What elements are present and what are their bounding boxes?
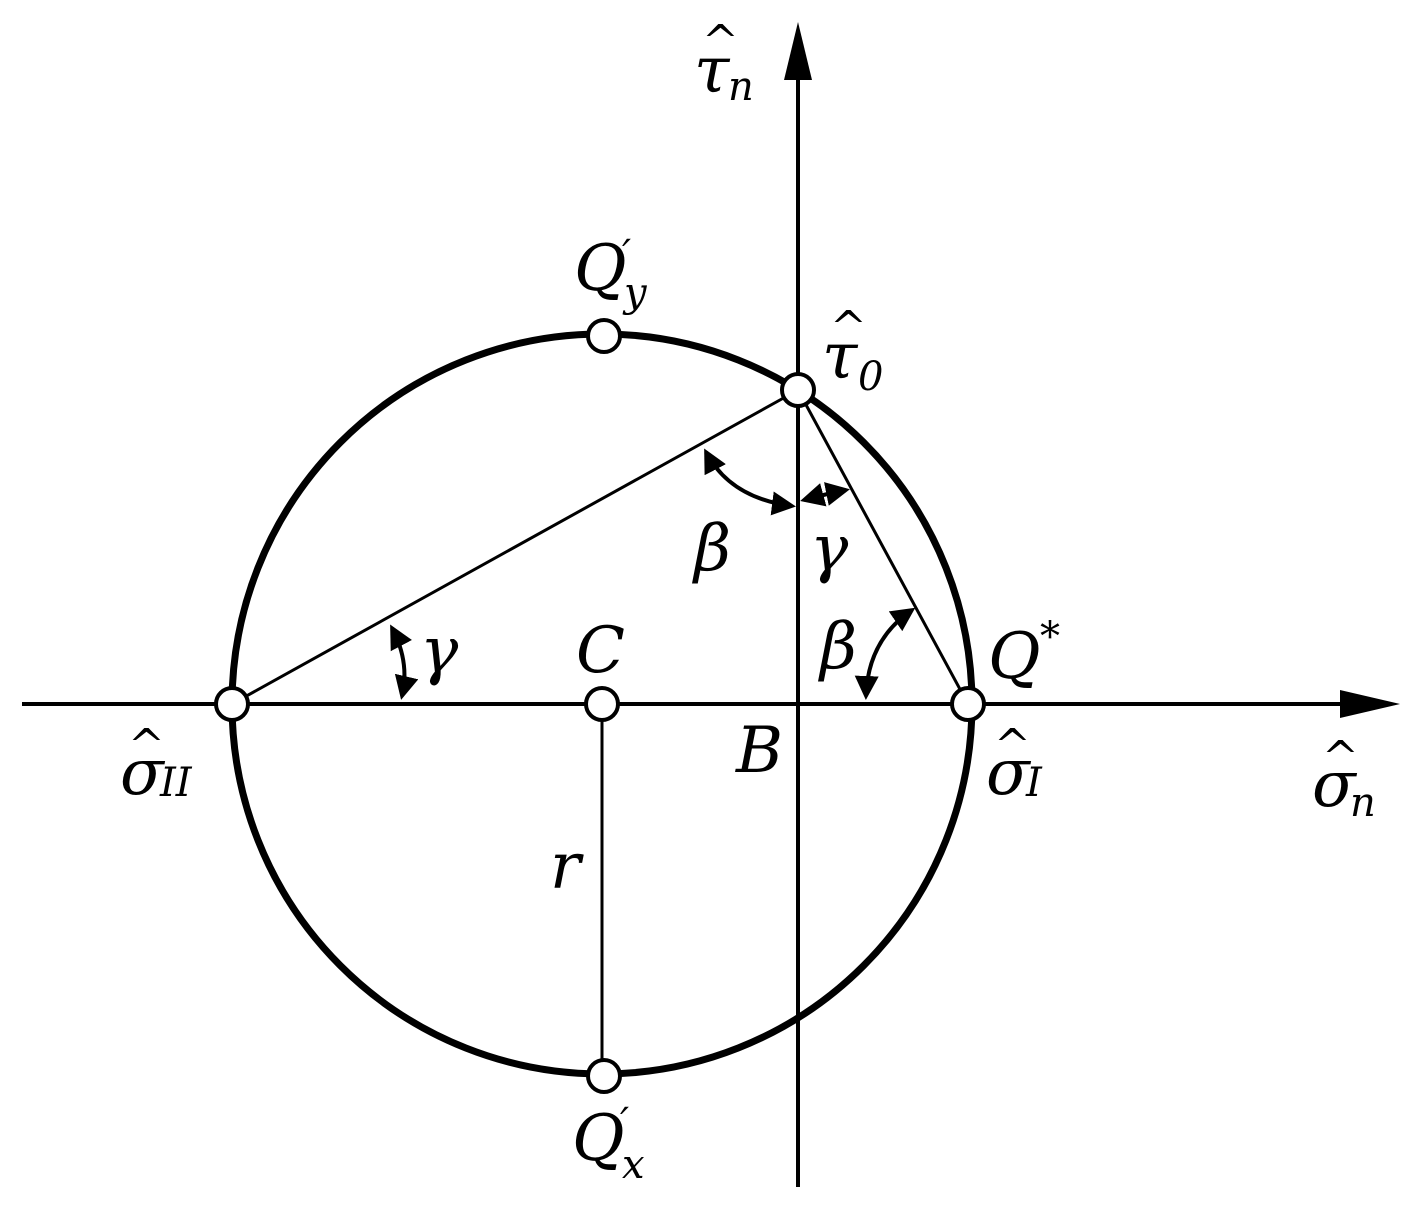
label-qy: Q ′ y: [574, 232, 648, 316]
svg-text:^: ^: [994, 720, 1031, 771]
tau-axis-arrowhead: [784, 22, 812, 80]
gamma-arc-top: [800, 482, 850, 507]
point-qy: [586, 318, 622, 354]
svg-text:Q: Q: [988, 620, 1040, 694]
label-tau-axis: ^ τ n: [694, 16, 754, 110]
label-radius: r: [550, 830, 584, 904]
chord-sigma2-to-tau0: [231, 388, 799, 706]
label-beta-top: β: [692, 512, 731, 586]
label-gamma-left: γ: [420, 614, 459, 688]
svg-text:Q: Q: [574, 232, 626, 306]
svg-text:y: y: [622, 270, 648, 316]
svg-text:II: II: [159, 760, 193, 806]
gamma-arc-left: [390, 624, 419, 700]
svg-text:τ: τ: [822, 320, 859, 394]
svg-text:I: I: [1025, 760, 1043, 806]
point-qstar: [950, 686, 986, 722]
sigma-axis-arrowhead: [1340, 690, 1400, 718]
beta-arc-top: [704, 448, 796, 516]
svg-text:^: ^: [830, 302, 867, 353]
label-beta-right: β: [818, 610, 857, 684]
svg-text:σ: σ: [986, 736, 1032, 810]
label-qstar: Q *: [988, 614, 1060, 694]
svg-text:n: n: [728, 64, 754, 110]
point-tau0: [780, 372, 816, 408]
svg-text:^: ^: [128, 720, 165, 771]
svg-text:n: n: [1350, 780, 1376, 826]
svg-text:′: ′: [622, 232, 631, 278]
label-center: C: [576, 614, 625, 688]
svg-text:x: x: [622, 1142, 645, 1188]
svg-text:σ: σ: [120, 736, 166, 810]
svg-text:0: 0: [858, 354, 883, 400]
point-qx: [586, 1058, 622, 1094]
label-tau0: ^ τ 0: [822, 302, 883, 400]
point-center: [584, 686, 620, 722]
svg-text:Q: Q: [572, 1102, 624, 1176]
label-gamma-top: γ: [810, 512, 849, 586]
svg-text:*: *: [1040, 614, 1060, 660]
label-sigma1: ^ σ I: [986, 720, 1043, 810]
svg-text:σ: σ: [1312, 748, 1358, 822]
svg-text:′: ′: [620, 1100, 629, 1146]
point-sigma2: [214, 686, 250, 722]
label-origin: B: [735, 714, 783, 788]
label-qx: Q ′ x: [572, 1100, 645, 1188]
label-sigma-axis: ^ σ n: [1312, 732, 1376, 826]
svg-text:^: ^: [1322, 732, 1359, 783]
svg-text:τ: τ: [694, 34, 731, 108]
label-sigma2: ^ σ II: [120, 720, 193, 810]
beta-arc-right: [854, 607, 916, 700]
svg-text:^: ^: [702, 16, 739, 67]
chord-tau0-to-qstar: [796, 389, 970, 705]
